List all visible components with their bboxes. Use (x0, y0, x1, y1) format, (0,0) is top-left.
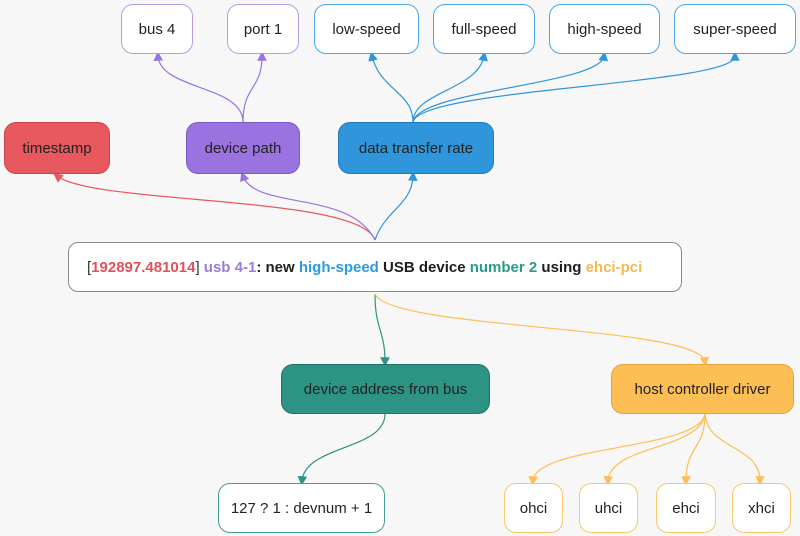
edge-path-to-bus (153, 51, 244, 123)
log-line: [ 192897.481014 ] usb 4-1 : new high-spe… (68, 242, 682, 292)
edge-rate-to-full (412, 51, 488, 123)
edge-address-to-formula (297, 413, 386, 486)
category-host-driver: host controller driver (611, 364, 794, 414)
driver-ehci: ehci (656, 483, 716, 533)
speed-super: super-speed (674, 4, 796, 54)
log-text-2: USB device (378, 258, 470, 276)
log-device-path: usb 4-1 (203, 258, 257, 276)
edge-rate-to-super (412, 51, 740, 123)
address-formula: 127 ? 1 : devnum + 1 (218, 483, 385, 533)
path-part-port: port 1 (227, 4, 299, 54)
driver-ohci: ohci (504, 483, 563, 533)
driver-xhci: xhci (732, 483, 791, 533)
edge-driver-to-uhci (603, 413, 706, 486)
category-device-path: device path (186, 122, 300, 174)
edge-log-to-timestamp (53, 173, 376, 241)
log-open-bracket: [ (87, 258, 92, 276)
edge-path-to-port (242, 51, 267, 123)
log-text-1: : new (256, 258, 299, 276)
category-timestamp: timestamp (4, 122, 110, 174)
log-text-3: using (537, 258, 586, 276)
edge-log-to-device-path (240, 171, 376, 241)
speed-high: high-speed (549, 4, 660, 54)
category-data-transfer-rate: data transfer rate (338, 122, 494, 174)
log-driver: ehci-pci (585, 258, 643, 276)
path-part-bus: bus 4 (121, 4, 193, 54)
log-timestamp: 192897.481014 (91, 258, 196, 276)
log-speed: high-speed (298, 258, 379, 276)
edge-rate-to-high (412, 51, 609, 123)
log-close-bracket: ] (195, 258, 200, 276)
edge-driver-to-xhci (704, 413, 765, 486)
category-device-address: device address from bus (281, 364, 490, 414)
edge-log-to-driver (374, 293, 710, 367)
edge-rate-to-low (368, 51, 414, 123)
speed-full: full-speed (433, 4, 535, 54)
edge-log-to-transfer-rate (374, 171, 418, 241)
log-device-number: number 2 (469, 258, 538, 276)
edge-driver-to-ohci (528, 413, 706, 486)
driver-uhci: uhci (579, 483, 638, 533)
speed-low: low-speed (314, 4, 419, 54)
edge-driver-to-ehci (681, 413, 706, 486)
edge-log-to-address (374, 293, 390, 367)
